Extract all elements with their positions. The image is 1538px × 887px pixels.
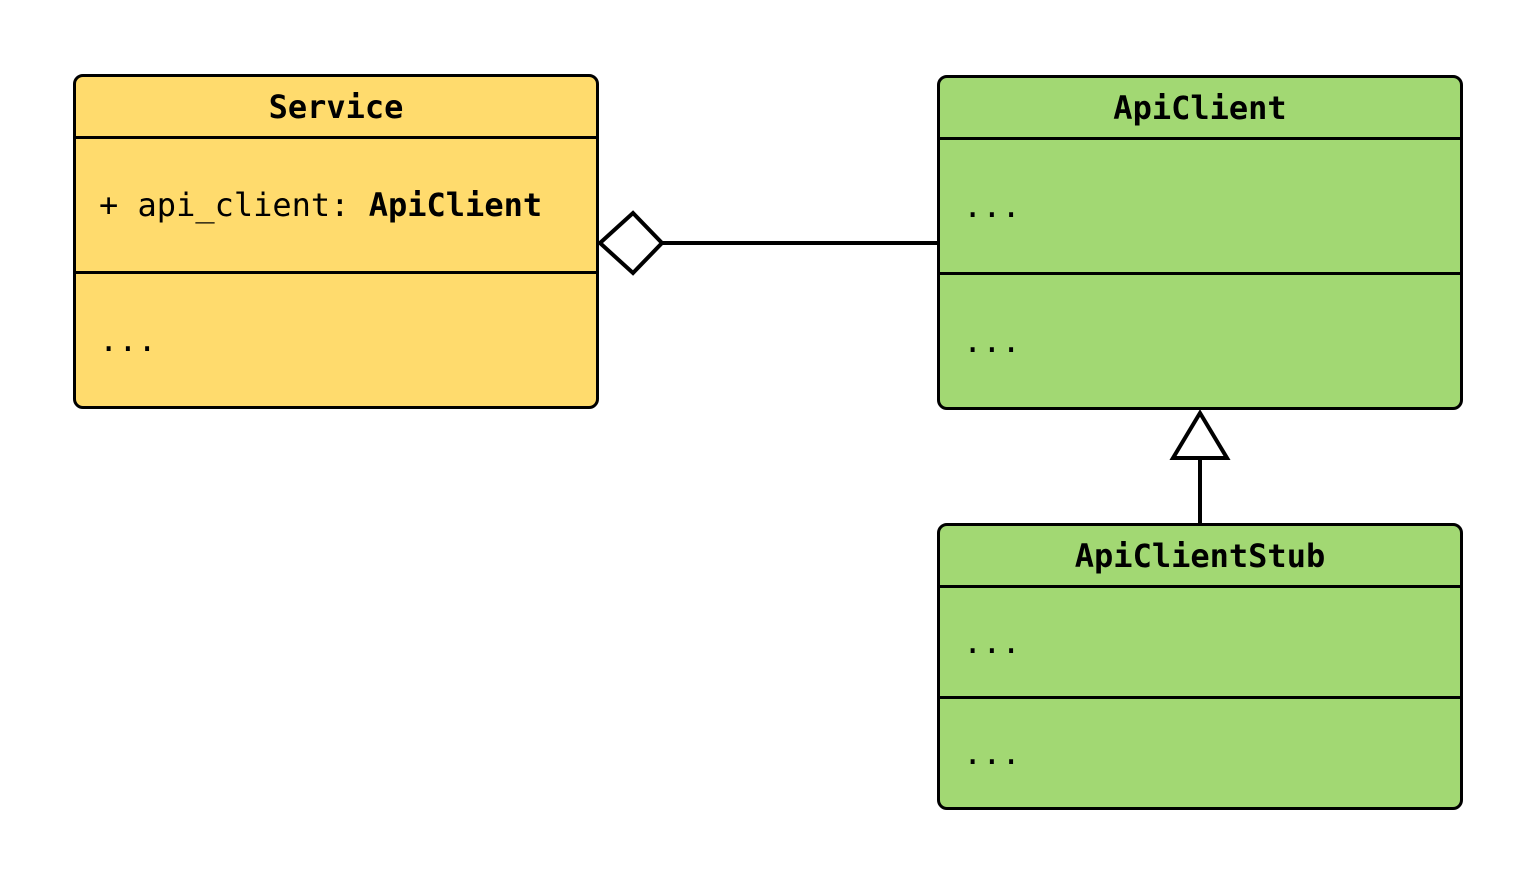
class-box-apiclientstub: ApiClientStub ... ... [937,523,1463,810]
class-apiclientstub-methods: ... [940,699,1460,807]
aggregation-connector [597,210,940,276]
class-apiclient-attributes: ... [940,140,1460,275]
class-service-attributes: + api_client: ApiClient [76,139,596,274]
service-methods-placeholder: ... [99,321,157,359]
service-attribute-type: ApiClient [368,186,543,224]
aggregation-diamond-icon [597,210,665,276]
class-apiclientstub-attributes: ... [940,588,1460,699]
class-apiclientstub-title: ApiClientStub [940,526,1460,588]
class-apiclient-methods: ... [940,275,1460,407]
inheritance-connector [1169,409,1231,526]
apiclientstub-attributes-placeholder: ... [963,623,1021,661]
class-box-service: Service + api_client: ApiClient ... [73,74,599,409]
class-service-methods: ... [76,274,596,406]
inheritance-triangle-icon [1169,409,1231,460]
apiclient-methods-placeholder: ... [963,322,1021,360]
apiclientstub-methods-placeholder: ... [963,734,1021,772]
class-box-apiclient: ApiClient ... ... [937,75,1463,410]
service-attribute-line: + api_client: ApiClient [99,186,542,224]
service-attribute-prefix: + api_client: [99,186,369,224]
class-service-title: Service [76,77,596,139]
apiclient-attributes-placeholder: ... [963,187,1021,225]
class-apiclient-title: ApiClient [940,78,1460,140]
